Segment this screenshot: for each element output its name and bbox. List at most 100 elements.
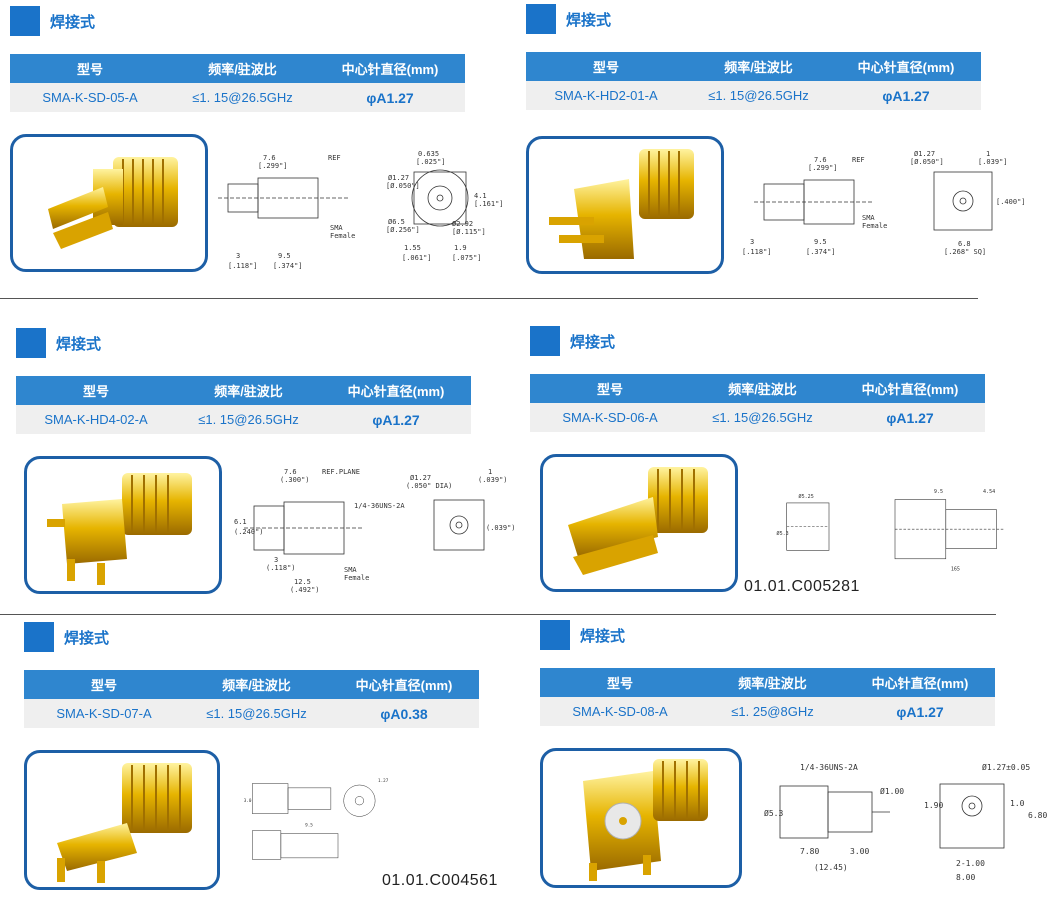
freq-cell: ≤1. 15@26.5GHz	[708, 88, 809, 103]
spec-table-row: SMA-K-SD-06-A ≤1. 15@26.5GHz φA1.27	[530, 403, 985, 432]
connector-image	[568, 467, 708, 575]
dim-label: 6.8	[958, 240, 971, 248]
dim-label: 9.5	[278, 252, 291, 260]
dim-label: [.268" SQ]	[944, 248, 986, 256]
freq-cell: ≤1. 15@26.5GHz	[206, 706, 307, 721]
dim-label: 1.55	[404, 244, 421, 252]
product-photo	[24, 750, 220, 890]
pin-cell: φA1.27	[882, 87, 930, 104]
product-photo	[540, 454, 738, 592]
dim-label: [.400"]	[996, 198, 1026, 206]
dim-label: [.075"]	[452, 254, 482, 262]
col-freq-header: 频率/驻波比	[738, 676, 807, 691]
section-marker-icon	[10, 6, 40, 36]
dim-label: [Ø.256"]	[386, 226, 420, 234]
col-pin-header: 中心针直径(mm)	[871, 676, 969, 691]
dim-label: Female	[330, 232, 355, 240]
dim-label: 3	[274, 556, 278, 564]
dim-label: (.240")	[234, 528, 264, 536]
col-pin-header: 中心针直径(mm)	[857, 60, 955, 75]
product-section-4: 焊接式 型号 频率/驻波比 中心针直径(mm) SMA-K-SD-06-A ≤1…	[530, 326, 1020, 616]
dim-label: 4.1	[474, 192, 487, 200]
dim-label: Ø1.27	[388, 174, 409, 182]
dim-label: Ø1.00	[880, 786, 904, 796]
spec-table-header: 型号 频率/驻波比 中心针直径(mm)	[24, 670, 479, 699]
dim-label: 0.635	[418, 150, 439, 158]
freq-cell: ≤1. 15@26.5GHz	[712, 410, 813, 425]
section-title: 焊接式	[580, 627, 626, 645]
spec-table: 型号 频率/驻波比 中心针直径(mm) SMA-K-HD4-02-A ≤1. 1…	[16, 376, 471, 434]
dim-label: 1.90	[924, 801, 943, 810]
spec-table: 型号 频率/驻波比 中心针直径(mm) SMA-K-SD-07-A ≤1. 15…	[24, 670, 479, 728]
dim-label: SMA	[330, 224, 343, 232]
dim-label: [.299"]	[258, 162, 288, 170]
dim-label: [.118"]	[742, 248, 772, 256]
col-model-header: 型号	[596, 382, 623, 397]
dim-label: 1.9	[454, 244, 467, 252]
dim-label: [.025"]	[416, 158, 446, 166]
spec-table-header: 型号 频率/驻波比 中心针直径(mm)	[540, 668, 995, 697]
dim-label: (.300")	[280, 476, 310, 484]
pin-cell: φA1.27	[366, 89, 414, 106]
product-section-3: 焊接式 型号 频率/驻波比 中心针直径(mm) SMA-K-HD4-02-A ≤…	[16, 328, 516, 618]
product-photo	[526, 136, 724, 274]
divider	[0, 614, 996, 615]
dim-label: 4.54	[983, 489, 995, 495]
dim-label: 2-1.00	[956, 859, 985, 868]
dim-label: 9.5	[934, 489, 943, 495]
product-section-5: 焊接式 型号 频率/驻波比 中心针直径(mm) SMA-K-SD-07-A ≤1…	[24, 622, 514, 912]
pin-cell: φA1.27	[372, 411, 420, 428]
col-pin-header: 中心针直径(mm)	[355, 678, 453, 693]
product-photo	[10, 134, 208, 272]
col-model-header: 型号	[82, 384, 109, 399]
spec-table-header: 型号 频率/驻波比 中心针直径(mm)	[10, 54, 465, 83]
dim-label: Female	[344, 574, 369, 582]
dim-label: 8.00	[956, 873, 975, 882]
section-header: 焊接式	[16, 328, 101, 358]
product-section-6: 焊接式 型号 频率/驻波比 中心针直径(mm) SMA-K-SD-08-A ≤1…	[540, 620, 1047, 910]
section-marker-icon	[24, 622, 54, 652]
dim-label: 1	[986, 150, 990, 158]
pin-cell: φA0.38	[380, 705, 428, 722]
connector-image	[48, 157, 178, 249]
dim-label: 12.5	[294, 578, 311, 586]
section-title: 焊接式	[56, 335, 102, 353]
section-marker-icon	[530, 326, 560, 356]
dim-label: 1	[488, 468, 492, 476]
dim-label: [Ø.115"]	[452, 228, 486, 236]
dim-label: 9.5	[814, 238, 827, 246]
dim-label: [.161"]	[474, 200, 504, 208]
dim-label: 165	[951, 567, 960, 573]
section-header: 焊接式	[24, 622, 109, 652]
dim-label: REF	[852, 156, 865, 164]
product-photo	[540, 748, 742, 888]
dimension-drawing: 7.6 [.299"] REF SMA Female 3 9.5 [.118"]…	[218, 150, 504, 270]
dim-label: 3	[750, 238, 754, 246]
product-section-2: 焊接式 型号 频率/驻波比 中心针直径(mm) SMA-K-HD2-01-A ≤…	[526, 4, 1026, 294]
dim-label: 6.1	[234, 518, 247, 526]
dim-label: Ø1.27±0.05	[982, 762, 1030, 772]
divider	[0, 298, 978, 299]
product-photo	[24, 456, 222, 594]
pin-cell: φA1.27	[896, 703, 944, 720]
dim-label: REF	[328, 154, 341, 162]
section-header: 焊接式	[530, 326, 615, 356]
dim-label: SMA	[344, 566, 357, 574]
col-model-header: 型号	[606, 676, 633, 691]
spec-table: 型号 频率/驻波比 中心针直径(mm) SMA-K-SD-06-A ≤1. 15…	[530, 374, 985, 432]
dim-label: 9.5	[305, 822, 313, 828]
section-title: 焊接式	[570, 333, 616, 351]
dimension-drawing: 3.0 1.27 9.5	[244, 778, 389, 860]
dim-label: (.492")	[290, 586, 320, 594]
dim-label: [.039"]	[978, 158, 1008, 166]
dim-label: 1.0	[1010, 799, 1025, 808]
dim-label: 1.27	[378, 778, 389, 784]
col-freq-header: 频率/驻波比	[214, 384, 283, 399]
model-cell: SMA-K-HD2-01-A	[554, 88, 658, 103]
spec-table: 型号 频率/驻波比 中心针直径(mm) SMA-K-SD-08-A ≤1. 25…	[540, 668, 995, 726]
section-marker-icon	[540, 620, 570, 650]
dim-label: [Ø.050"]	[386, 182, 420, 190]
dim-label: SMA	[862, 214, 875, 222]
section-marker-icon	[526, 4, 556, 34]
spec-table-row: SMA-K-HD2-01-A ≤1. 15@26.5GHz φA1.27	[526, 81, 981, 110]
